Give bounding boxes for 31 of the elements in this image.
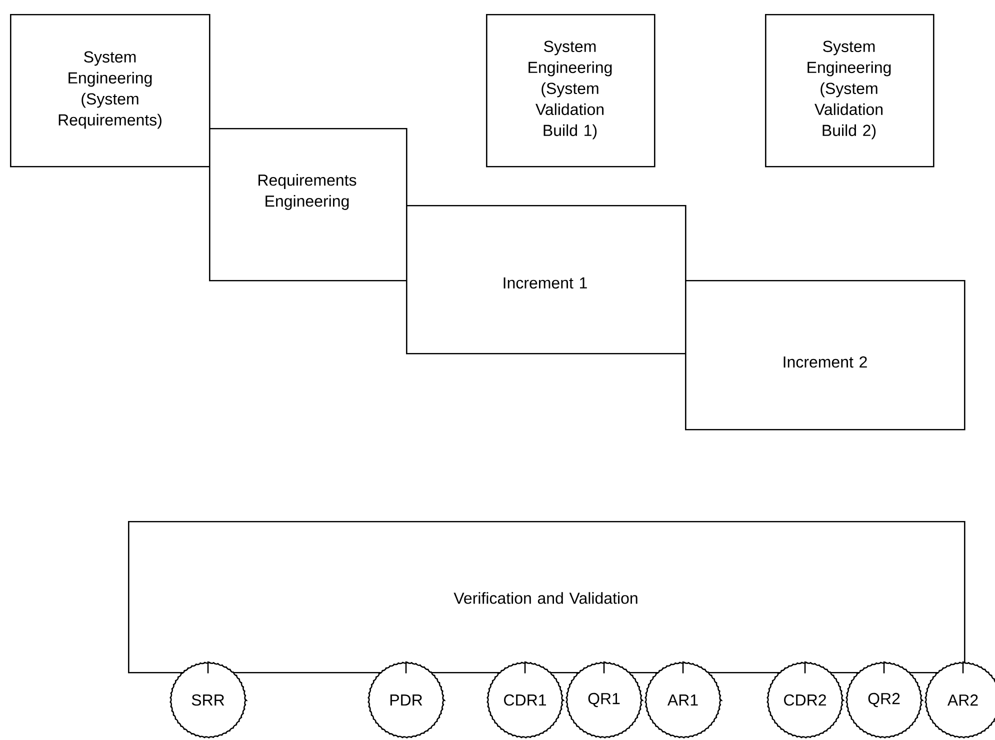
node-label: CDR1 <box>504 694 546 706</box>
node-label: AR2 <box>947 694 978 706</box>
process-box: Increment 2 <box>685 280 966 430</box>
process-box: System Engineering (System Requirements) <box>10 14 210 168</box>
connector-line <box>962 661 964 674</box>
node-label: SRR <box>192 694 224 706</box>
connector-line <box>804 661 806 674</box>
connector-line <box>524 661 526 674</box>
review-milestone-circle: QR2 <box>845 661 923 739</box>
connector-line <box>682 661 684 674</box>
connector-line <box>883 661 885 674</box>
review-milestone-circle: CDR2 <box>766 661 844 739</box>
node-label: QR2 <box>868 692 900 708</box>
process-box: Increment 1 <box>406 205 686 354</box>
process-box: System Engineering (System Validation Build 1) <box>486 14 656 168</box>
review-milestone-circle: QR1 <box>565 661 643 739</box>
process-box: Verification and Validation <box>128 521 966 674</box>
connector-line <box>405 661 407 674</box>
connector-line <box>603 661 605 674</box>
node-label: QR1 <box>588 692 620 708</box>
review-milestone-circle: CDR1 <box>486 661 564 739</box>
review-milestone-circle: SRR <box>169 661 247 739</box>
review-milestone-circle: AR1 <box>644 661 722 739</box>
review-milestone-circle: PDR <box>367 661 445 739</box>
node-label: CDR2 <box>784 694 826 706</box>
node-label: PDR <box>390 694 422 706</box>
review-milestone-circle: AR2 <box>924 661 995 739</box>
process-box: System Engineering (System Validation Build 2) <box>765 14 934 168</box>
connector-line <box>207 661 209 674</box>
process-box: Requirements Engineering <box>209 128 408 282</box>
node-label: AR1 <box>667 694 698 706</box>
